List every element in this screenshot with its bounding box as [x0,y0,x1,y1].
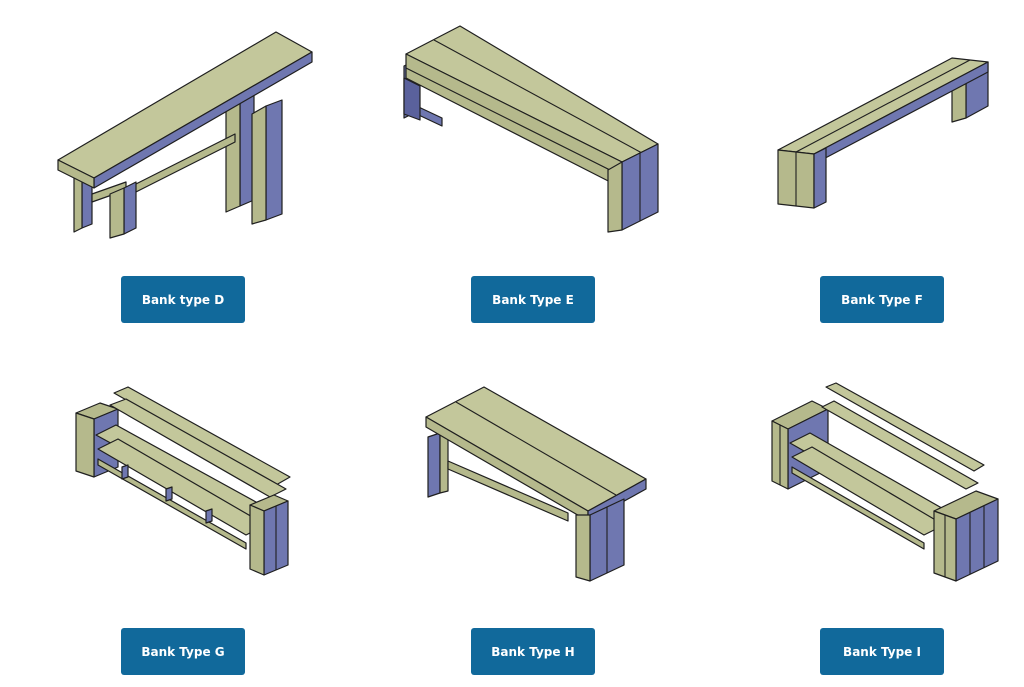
product-card-f [730,10,1024,340]
bank-type-h-button[interactable]: Bank Type H [471,628,595,675]
bank-type-d-button[interactable]: Bank type D [121,276,245,323]
bank-type-g-button[interactable]: Bank Type G [121,628,245,675]
bench-f-drawing [777,57,989,209]
product-card-e [380,10,680,340]
bench-h-drawing [425,386,647,582]
product-card-i [730,365,1024,687]
bench-i-drawing [771,382,999,582]
bench-d-drawing [57,31,313,239]
product-card-g [30,365,330,687]
bank-type-f-button[interactable]: Bank Type F [820,276,944,323]
product-card-h [380,365,680,687]
bank-type-e-button[interactable]: Bank Type E [471,276,595,323]
bench-e-drawing [403,25,659,233]
product-card-d [30,10,330,340]
bank-type-i-button[interactable]: Bank Type I [820,628,944,675]
bench-g-drawing [75,386,291,576]
